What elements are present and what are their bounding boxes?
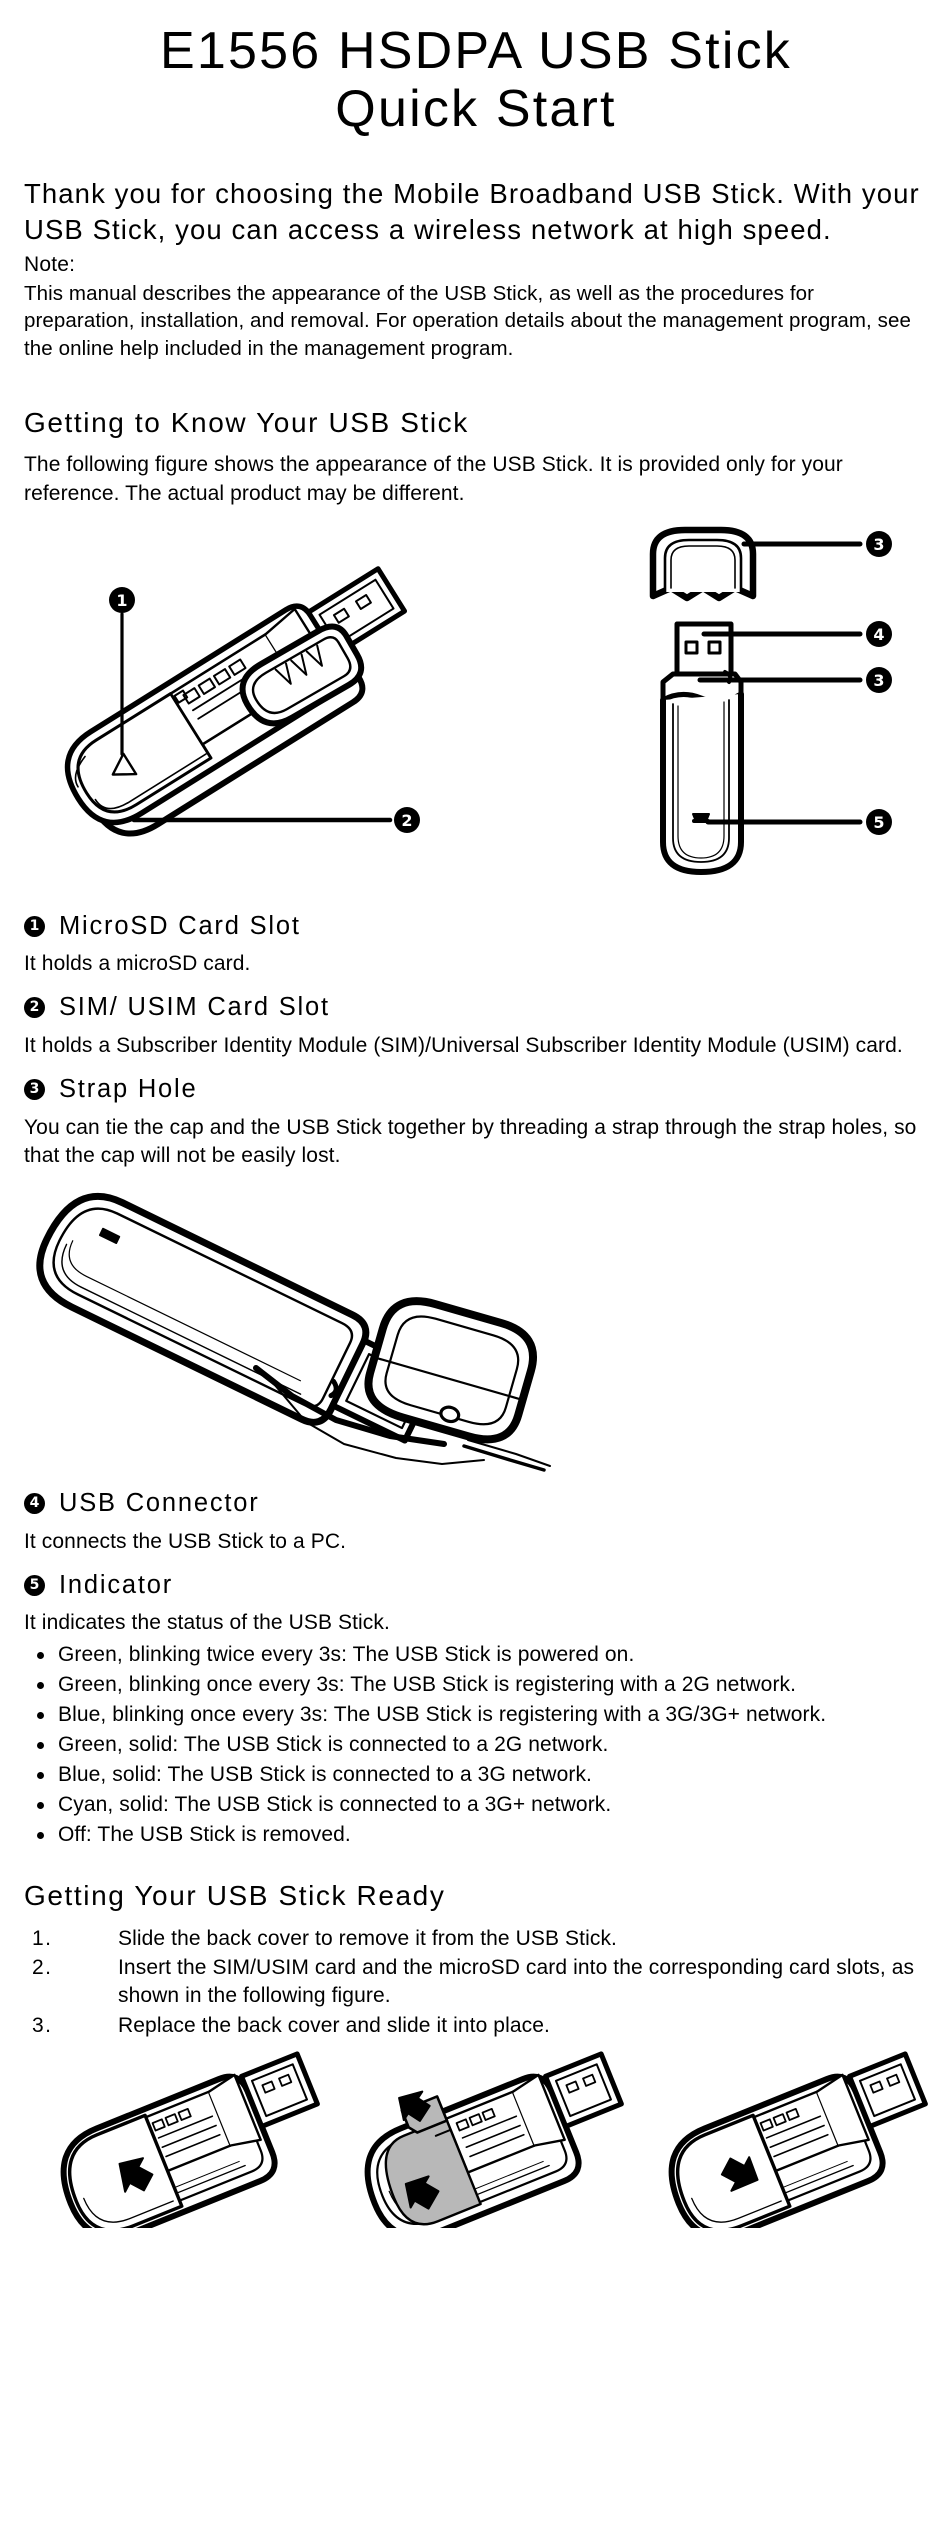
feature-strap-hole: 3 Strap Hole You can tie the cap and the… [24, 1074, 928, 1170]
usb-stick-overview-illustration: 1 2 3 [64, 526, 892, 875]
feature-heading: 5 Indicator [24, 1570, 928, 1601]
feature-heading: 3 Strap Hole [24, 1074, 928, 1105]
list-item: 2. Insert the SIM/USIM card and the micr… [24, 1954, 928, 2010]
document-page: E1556 HSDPA USB Stick Quick Start Thank … [0, 22, 950, 2534]
feature-title: Indicator [59, 1570, 174, 1599]
page-title-line-1: E1556 HSDPA USB Stick [160, 22, 792, 80]
intro-lead-paragraph: Thank you for choosing the Mobile Broadb… [24, 178, 920, 245]
feature-description: It holds a Subscriber Identity Module (S… [24, 1034, 903, 1058]
feature-title: Strap Hole [59, 1075, 198, 1104]
feature-title: SIM/ USIM Card Slot [59, 993, 330, 1022]
list-item: Green, blinking twice every 3s: The USB … [24, 1641, 928, 1669]
list-item: 1. Slide the back cover to remove it fro… [24, 1925, 928, 1953]
feature-description: You can tie the cap and the USB Stick to… [24, 1115, 917, 1167]
feature-number-badge: 5 [24, 1574, 45, 1596]
feature-heading: 2 SIM/ USIM Card Slot [24, 992, 928, 1023]
feature-usb-connector: 4 USB Connector It connects the USB Stic… [24, 1488, 928, 1556]
feature-heading: 4 USB Connector [24, 1488, 928, 1519]
feature-microsd-card-slot: 1 MicroSD Card Slot It holds a microSD c… [24, 911, 928, 979]
feature-description: It holds a microSD card. [24, 952, 251, 976]
indicator-state-list: Green, blinking twice every 3s: The USB … [24, 1641, 928, 1848]
figure-usb-stick-overview: 1 2 3 [24, 522, 928, 897]
callout-number-3-cap: 3 [873, 535, 884, 554]
feature-title: MicroSD Card Slot [59, 911, 301, 940]
callout-number-2: 2 [401, 811, 412, 830]
callout-number-3-body: 3 [873, 671, 884, 690]
strap-attachment-illustration [36, 1192, 551, 1472]
step-number: 1. [32, 1926, 53, 1950]
step-number: 2. [32, 1956, 53, 1980]
feature-sim-usim-card-slot: 2 SIM/ USIM Card Slot It holds a Subscri… [24, 992, 928, 1060]
page-title: E1556 HSDPA USB Stick Quick Start [24, 22, 928, 138]
section-intro-getting-to-know: The following figure shows the appearanc… [24, 453, 843, 505]
feature-title: USB Connector [59, 1489, 260, 1518]
list-item: Green, solid: The USB Stick is connected… [24, 1731, 928, 1759]
note-body: This manual describes the appearance of … [24, 282, 911, 360]
step-number: 3. [32, 2014, 53, 2038]
section-heading-getting-to-know: Getting to Know Your USB Stick [24, 406, 469, 438]
feature-description: It connects the USB Stick to a PC. [24, 1529, 347, 1553]
section-heading-getting-ready: Getting Your USB Stick Ready [24, 1879, 446, 1911]
feature-heading: 1 MicroSD Card Slot [24, 911, 928, 942]
step-text: Slide the back cover to remove it from t… [118, 1926, 617, 1950]
preparation-steps-list: 1. Slide the back cover to remove it fro… [24, 1925, 928, 2041]
step-text: Insert the SIM/USIM card and the microSD… [118, 1956, 915, 2008]
list-item: Cyan, solid: The USB Stick is connected … [24, 1791, 928, 1819]
list-item: Blue, blinking once every 3s: The USB St… [24, 1701, 928, 1729]
feature-description: It indicates the status of the USB Stick… [24, 1611, 390, 1635]
callout-number-1: 1 [116, 591, 127, 610]
figure-card-insertion-steps [24, 2048, 928, 2229]
feature-number-badge: 3 [24, 1078, 45, 1100]
callout-number-4: 4 [873, 625, 884, 644]
figure-strap-attachment [24, 1184, 928, 1474]
step-text: Replace the back cover and slide it into… [118, 2014, 550, 2038]
feature-number-badge: 2 [24, 997, 45, 1019]
list-item: Off: The USB Stick is removed. [24, 1821, 928, 1849]
note-label: Note: [24, 252, 76, 276]
feature-number-badge: 4 [24, 1492, 45, 1514]
list-item: Blue, solid: The USB Stick is connected … [24, 1761, 928, 1789]
list-item: Green, blinking once every 3s: The USB S… [24, 1671, 928, 1699]
callout-number-5: 5 [873, 813, 884, 832]
card-insertion-steps-illustration [24, 2048, 928, 2229]
feature-indicator: 5 Indicator It indicates the status of t… [24, 1570, 928, 1638]
list-item: 3. Replace the back cover and slide it i… [24, 2012, 928, 2040]
feature-number-badge: 1 [24, 915, 45, 937]
page-title-line-2: Quick Start [335, 80, 617, 139]
